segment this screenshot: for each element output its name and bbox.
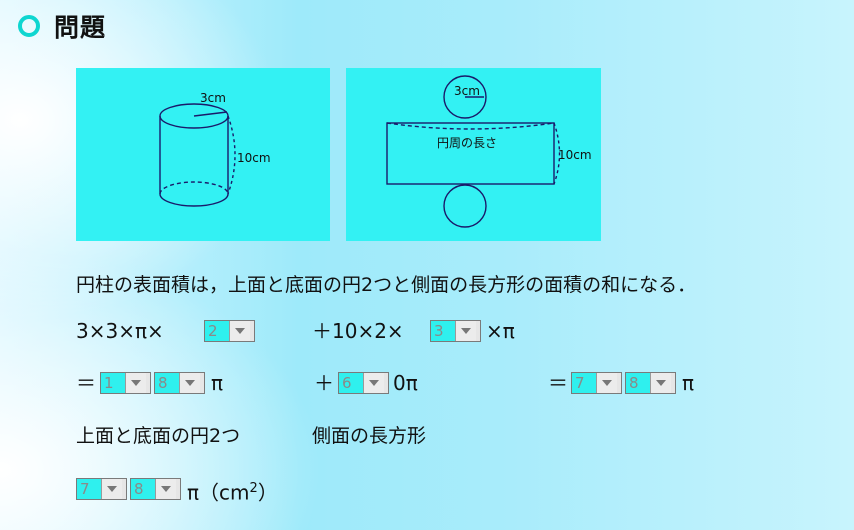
expr-side: ＋10×2× bbox=[312, 319, 404, 343]
row2-dropdown-1[interactable]: 1 bbox=[100, 372, 151, 394]
expr-side-end: ×π bbox=[486, 319, 515, 343]
pi-2: π bbox=[682, 371, 695, 395]
dropdown-arrow-icon bbox=[596, 373, 617, 393]
radius-label-2: 3cm bbox=[454, 84, 480, 98]
dropdown-arrow-icon bbox=[125, 373, 146, 393]
answer-dropdown-1[interactable]: 7 bbox=[76, 478, 127, 500]
label-side: 側面の長方形 bbox=[312, 425, 427, 447]
dropdown-arrow-icon bbox=[101, 479, 122, 499]
height-label-2: 10cm bbox=[558, 148, 592, 162]
page-title: 問題 bbox=[54, 13, 107, 42]
answer-unit: π（cm2） bbox=[187, 480, 278, 505]
dropdown-arrow-icon bbox=[650, 373, 671, 393]
row1-dropdown-1[interactable]: 2 bbox=[204, 320, 255, 342]
dropdown-arrow-icon bbox=[179, 373, 200, 393]
height-label: 10cm bbox=[237, 151, 271, 165]
cylinder-figure: 3cm 10cm bbox=[76, 68, 330, 241]
equals-2: ＝ bbox=[548, 371, 568, 395]
expr-circles: 3×3×π× bbox=[76, 319, 164, 343]
label-circles: 上面と底面の円2つ bbox=[76, 425, 241, 447]
equals-1: ＝ bbox=[76, 371, 96, 395]
dropdown-arrow-icon bbox=[455, 321, 476, 341]
dropdown-arrow-icon bbox=[155, 479, 176, 499]
description-text: 円柱の表面積は，上面と底面の円2つと側面の長方形の面積の和になる． bbox=[76, 274, 697, 296]
radius-label: 3cm bbox=[200, 91, 226, 105]
circle-bullet-icon bbox=[18, 15, 40, 37]
row2-dropdown-3[interactable]: 6 bbox=[338, 372, 389, 394]
title-bar: 問題 bbox=[18, 8, 106, 44]
row2-dropdown-5[interactable]: 8 bbox=[625, 372, 676, 394]
dropdown-arrow-icon bbox=[363, 373, 384, 393]
plus-sign: ＋ bbox=[314, 371, 334, 395]
row2-dropdown-2[interactable]: 8 bbox=[154, 372, 205, 394]
zero-pi: 0π bbox=[393, 371, 418, 395]
pi-1: π bbox=[211, 371, 224, 395]
answer-dropdown-2[interactable]: 8 bbox=[130, 478, 181, 500]
row2-dropdown-4[interactable]: 7 bbox=[571, 372, 622, 394]
net-figure: 3cm 円周の長さ 10cm bbox=[346, 68, 601, 241]
row1-dropdown-2[interactable]: 3 bbox=[430, 320, 481, 342]
dropdown-arrow-icon bbox=[229, 321, 250, 341]
circumference-label: 円周の長さ bbox=[437, 136, 497, 150]
